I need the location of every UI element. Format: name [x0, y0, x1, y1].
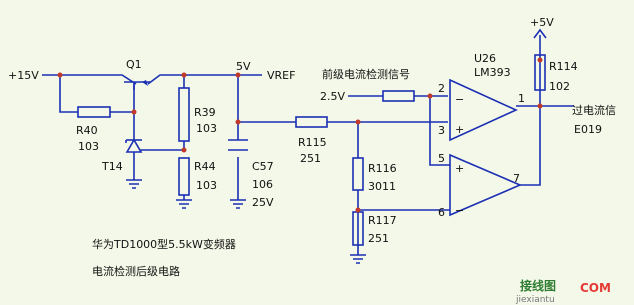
label-r117-v: 251 [368, 232, 389, 245]
ground-c57 [230, 199, 246, 209]
svg-text:−: − [455, 204, 464, 217]
pin-3: 3 [438, 124, 445, 137]
ground-r117 [350, 254, 366, 264]
label-r116: R116 [368, 162, 397, 175]
label-r116-v: 3011 [368, 180, 396, 193]
label-lm393: LM393 [474, 66, 511, 79]
q1-transistor [124, 80, 150, 90]
pin-1: 1 [518, 92, 525, 105]
label-r39-v: 103 [196, 122, 217, 135]
label-q1: Q1 [126, 58, 142, 71]
pin-2: 2 [438, 82, 445, 95]
label-r40-v: 103 [78, 140, 99, 153]
pin-7: 7 [513, 172, 520, 185]
label-overcurrent: 过电流信 [572, 103, 616, 117]
label-r114-v: 102 [549, 80, 570, 93]
label-vref: VREF [267, 69, 295, 82]
label-c57-v1: 106 [252, 178, 273, 191]
comparator-u26-b: + − [449, 153, 523, 217]
label-r40: R40 [76, 124, 98, 137]
watermark: 接线图 COM jiexiantu [515, 278, 611, 305]
r39-resistor [178, 87, 190, 142]
label-e019: E019 [574, 123, 602, 136]
caption-title: 电流检测后级电路 [92, 264, 180, 278]
watermark-sub: jiexiantu [515, 295, 555, 305]
label-r44-v: 103 [196, 179, 217, 192]
svg-text:+: + [455, 123, 464, 136]
ground-symbols [126, 179, 366, 264]
svg-text:−: − [455, 93, 464, 106]
r40-resistor [77, 106, 111, 118]
ground-r44 [176, 199, 192, 209]
junction-nodes [57, 57, 543, 213]
label-c57: C57 [252, 160, 274, 173]
watermark-domain: COM [580, 281, 611, 295]
wires [42, 35, 574, 255]
label-r44: R44 [194, 160, 216, 173]
label-r114: R114 [549, 60, 578, 73]
r44-resistor [178, 157, 190, 196]
pin-5: 5 [438, 152, 445, 165]
label-r39: R39 [194, 106, 216, 119]
label-pre-signal: 前级电流检测信号 [322, 67, 410, 81]
input-resistor [382, 90, 415, 102]
r115-resistor [295, 116, 328, 128]
label-r117: R117 [368, 214, 397, 227]
c57-capacitor [228, 139, 248, 151]
r116-resistor [352, 157, 364, 191]
label-u26: U26 [474, 52, 496, 65]
label-t14: T14 [101, 160, 123, 173]
label-plus5v: +5V [530, 16, 554, 29]
label-5v: 5V [236, 60, 251, 73]
svg-text:+: + [455, 162, 464, 175]
comparator-u26-a: − + [449, 78, 518, 142]
label-r115-v: 251 [300, 152, 321, 165]
plus5v-arrow [533, 28, 547, 39]
label-15v: +15V [8, 69, 39, 82]
ground-t14 [126, 179, 142, 189]
watermark-brand: 接线图 [520, 278, 556, 293]
pin-6: 6 [438, 206, 445, 219]
label-c57-v2: 25V [252, 196, 274, 209]
label-2-5v: 2.5V [320, 90, 345, 103]
caption-model: 华为TD1000型5.5kW变频器 [92, 237, 236, 251]
r114-resistor [534, 54, 546, 91]
label-r115: R115 [298, 136, 327, 149]
t14-zener-diode [125, 125, 143, 160]
